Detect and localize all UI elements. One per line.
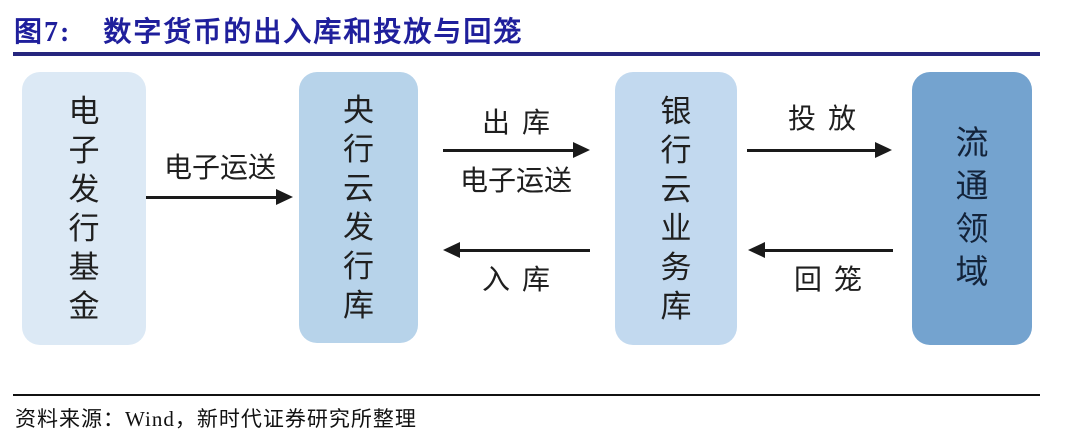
- left-arrow-icon: [748, 242, 893, 258]
- right-arrow-icon: [747, 142, 892, 158]
- node-label: 银行云业务库: [660, 93, 692, 324]
- footer-divider: [13, 394, 1040, 396]
- node-central-bank-cloud-issuance-vault: 央行云发行库: [299, 72, 418, 343]
- node-label: 电子发行基金: [68, 93, 100, 324]
- data-source-note: 资料来源：Wind，新时代证券研究所整理: [15, 407, 417, 431]
- arrow-label-release: 投放: [787, 104, 868, 135]
- left-arrow-icon: [443, 242, 590, 258]
- node-electronic-issuance-fund: 电子发行基金: [22, 72, 146, 345]
- arrow-shaft: [747, 148, 878, 152]
- figure-title: 数字货币的出入库和投放与回笼: [103, 17, 524, 48]
- arrowhead-left-icon: [748, 242, 765, 258]
- arrowhead-right-icon: [573, 142, 590, 158]
- right-arrow-icon: [146, 189, 293, 205]
- arrow-label-into-vault: 入库: [481, 265, 562, 296]
- arrowhead-right-icon: [875, 142, 892, 158]
- right-arrow-icon: [443, 142, 590, 158]
- arrow-label-electronic-transport: 电子运送: [459, 166, 572, 197]
- arrow-shaft: [762, 248, 893, 252]
- arrow-label-out-of-vault: 出库: [481, 108, 562, 139]
- figure-number-label: 图7:: [14, 17, 72, 48]
- node-label: 央行云发行库: [343, 92, 374, 323]
- node-circulation-field: 流通领域: [912, 72, 1032, 345]
- arrow-label-electronic-transport: 电子运送: [163, 153, 276, 184]
- node-bank-cloud-business-vault: 银行云业务库: [615, 72, 737, 345]
- arrow-shaft: [146, 195, 279, 199]
- title-divider: [13, 52, 1040, 56]
- node-label: 流通领域: [955, 125, 989, 291]
- figure-header: 图7: 数字货币的出入库和投放与回笼: [14, 10, 523, 50]
- arrow-shaft: [457, 248, 590, 252]
- arrow-label-withdrawal: 回笼: [793, 265, 874, 296]
- arrowhead-left-icon: [443, 242, 460, 258]
- arrowhead-right-icon: [276, 189, 293, 205]
- arrow-shaft: [443, 148, 576, 152]
